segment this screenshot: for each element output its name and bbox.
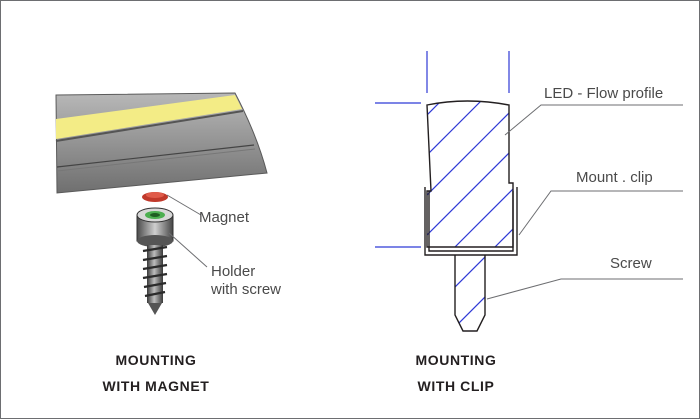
caption-clip-line1: MOUNTING: [415, 352, 497, 368]
profile-cross-section: [426, 100, 514, 248]
caption-mounting-with-magnet: MOUNTING WITH MAGNET: [81, 347, 231, 399]
profile-leader-line: [504, 104, 683, 136]
mount-clip-section: [424, 187, 518, 256]
dimension-lines: [375, 51, 510, 248]
magnet-leader-line: [166, 194, 202, 216]
caption-magnet-line2: WITH MAGNET: [102, 378, 210, 394]
caption-magnet-line1: MOUNTING: [115, 352, 197, 368]
clip-leader-line: [518, 190, 683, 236]
magnet-part: [142, 192, 168, 202]
caption-clip-line2: WITH CLIP: [417, 378, 495, 394]
led-profile-rendering: [55, 92, 268, 194]
holder-label-line2: with screw: [211, 281, 282, 298]
screw-cross-section: [454, 250, 486, 332]
magnet-label: Magnet: [199, 209, 250, 226]
holder-label-line1: Holder: [211, 263, 256, 280]
caption-mounting-with-clip: MOUNTING WITH CLIP: [396, 347, 516, 399]
screw-leader-line: [486, 278, 683, 300]
led-flow-profile-label: LED - Flow profile: [544, 85, 664, 102]
screw-holder-part: [136, 207, 174, 315]
mount-clip-label: Mount . clip: [576, 169, 653, 186]
holder-leader-line: [168, 232, 208, 268]
holder-label: Holder with screw: [211, 263, 281, 299]
screw-label: Screw: [610, 255, 652, 272]
